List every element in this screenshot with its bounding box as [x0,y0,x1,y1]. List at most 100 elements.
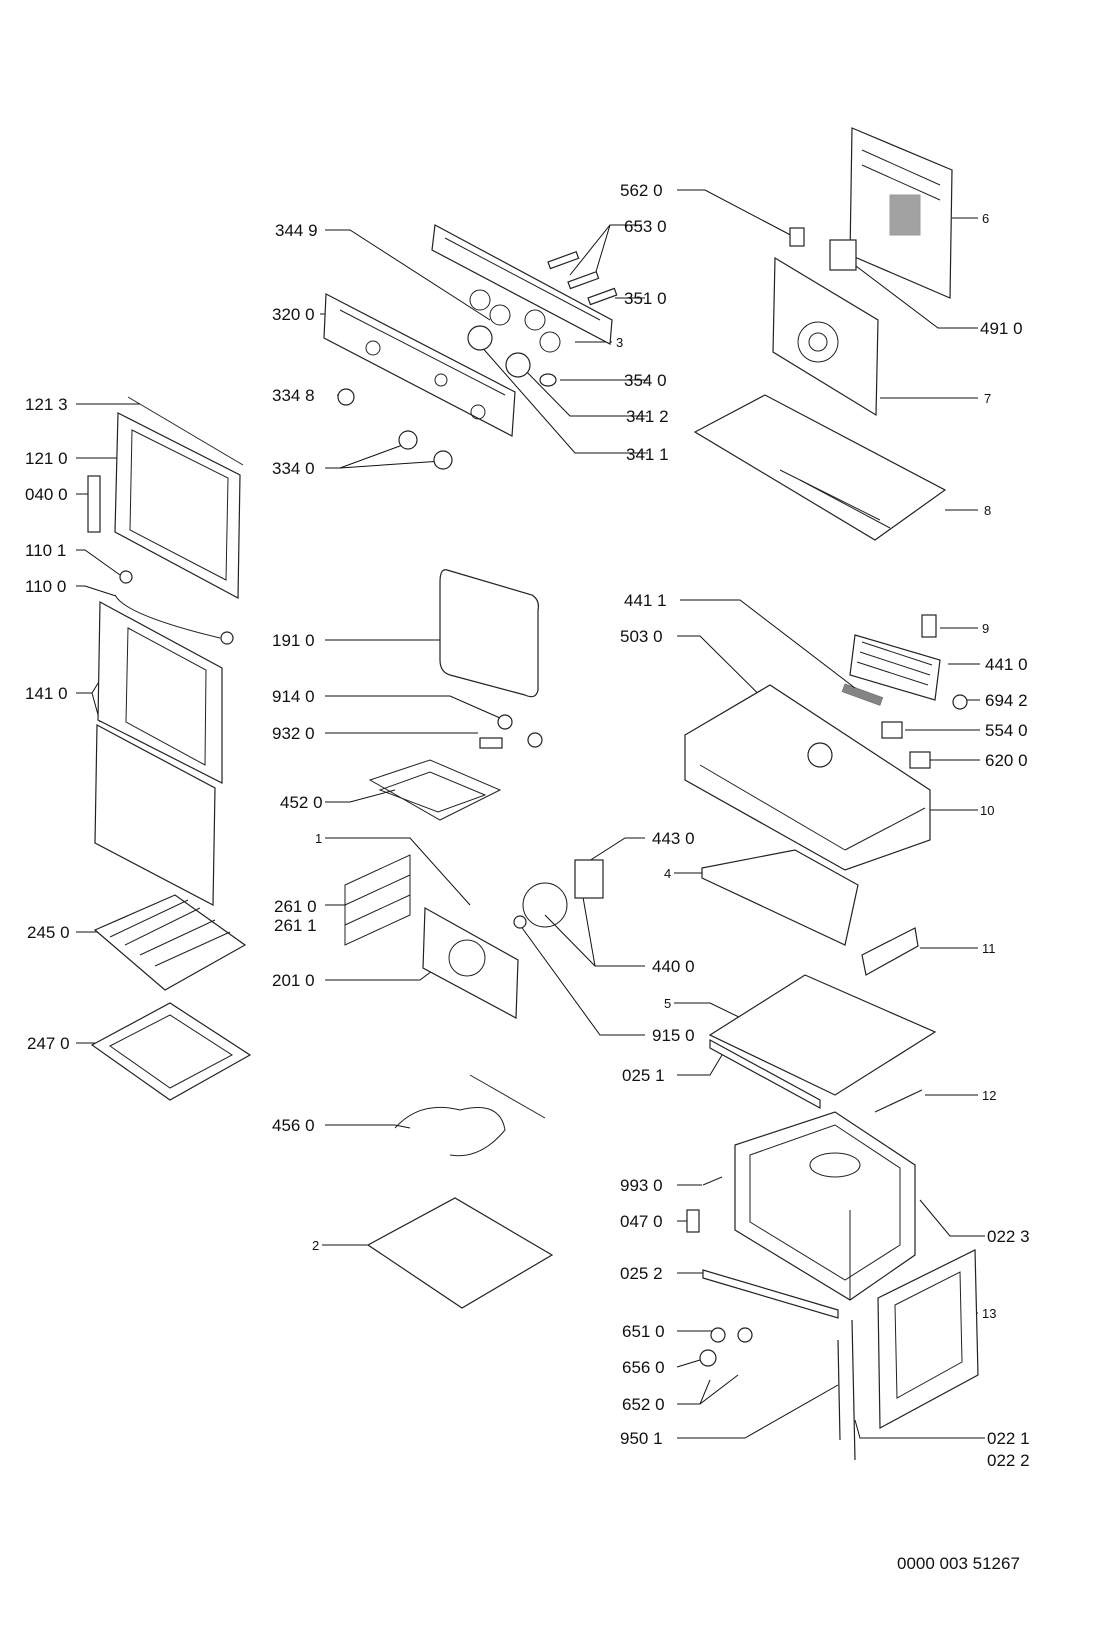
label-0251: 025 1 [622,1066,665,1085]
label-4: 4 [664,866,671,881]
label-0223: 022 3 [987,1227,1030,1246]
label-6200: 620 0 [985,751,1028,770]
exploded-parts-diagram: 562 0 653 0 344 9 351 0 320 0 3 354 0 33… [25,127,1030,1573]
label-0470: 047 0 [620,1212,663,1231]
motor-5030 [807,742,833,768]
terminal-6200 [909,751,931,769]
fan-assembly [513,859,604,929]
rear-panel [849,127,953,299]
plate-5 [708,974,937,1096]
label-2611: 261 1 [274,916,317,935]
label-3200: 320 0 [272,305,315,324]
washer-1101 [119,570,133,584]
label-9150: 915 0 [652,1026,695,1045]
screw-9930 [702,1176,723,1186]
label-12: 12 [982,1088,996,1103]
label-3411: 341 1 [626,445,669,464]
back-wall [772,256,879,417]
label-4560: 456 0 [272,1116,315,1135]
label-5: 5 [664,996,671,1011]
label-0222: 022 2 [987,1451,1030,1470]
label-1410: 141 0 [25,684,68,703]
label-2450: 245 0 [27,923,70,942]
label-6530: 653 0 [624,217,667,236]
door-hinge [87,475,101,533]
door-frame [114,396,244,599]
label-1213: 121 3 [25,395,68,414]
knob-6560 [699,1349,717,1367]
base-frame [684,684,931,871]
switch-5540 [881,721,903,739]
side-panel-13 [877,1249,979,1429]
label-6: 6 [982,211,989,226]
label-4400: 440 0 [652,957,695,976]
transformer-491 [829,239,857,271]
control-bracket [431,224,613,353]
door-rail-1100 [114,594,221,639]
label-3: 3 [616,335,623,350]
label-3540: 354 0 [624,371,667,390]
label-4410: 441 0 [985,655,1028,674]
label-4430: 443 0 [652,829,695,848]
label-13: 13 [982,1306,996,1321]
baking-tray [90,1002,252,1101]
label-4520: 452 0 [280,793,323,812]
rail-0251 [709,1038,821,1110]
label-6942: 694 2 [985,691,1028,710]
label-3348: 334 8 [272,386,315,405]
label-0400: 040 0 [25,485,68,504]
bracket-4 [701,849,859,946]
label-1210: 121 0 [25,449,68,468]
label-3340: 334 0 [272,459,315,478]
label-3412: 341 2 [626,407,669,426]
control-panel-fascia [323,293,516,437]
label-9140: 914 0 [272,687,315,706]
label-6510: 651 0 [622,1322,665,1341]
bracket-9 [921,614,937,638]
label-0221: 022 1 [987,1429,1030,1448]
label-2010: 201 0 [272,971,315,990]
label-9930: 993 0 [620,1176,663,1195]
label-1100: 110 0 [25,577,66,596]
strip-9501 [837,1339,841,1441]
knobs [337,250,618,470]
wire-shelf [93,894,247,991]
label-9: 9 [982,621,989,636]
tangential-fan [849,634,941,701]
strip-0221 [851,1319,856,1461]
lamp-cover [527,732,543,748]
lamp-9140 [497,714,513,730]
label-5540: 554 0 [985,721,1028,740]
label-4411: 441 1 [624,591,667,610]
label-2: 2 [312,1238,319,1253]
fan-cover [422,906,519,1019]
label-9320: 932 0 [272,724,315,743]
side-rails [344,854,411,946]
rail-0252 [702,1269,839,1319]
bracket-11 [861,927,919,976]
label-8: 8 [984,503,991,518]
label-6520: 652 0 [622,1395,665,1414]
label-7: 7 [984,391,991,406]
thermostat-6942 [952,694,968,710]
top-plate [693,394,947,541]
label-3449: 344 9 [275,221,318,240]
hinge-receiver-0470 [686,1209,700,1233]
document-number: 0000 003 51267 [897,1554,1020,1573]
label-4910: 491 0 [980,319,1023,338]
callout-labels: 562 0 653 0 344 9 351 0 320 0 3 354 0 33… [25,181,1030,1470]
lower-element [394,1074,546,1157]
label-0252: 025 2 [620,1264,663,1283]
label-1: 1 [315,831,322,846]
label-10: 10 [980,803,994,818]
label-6560: 656 0 [622,1358,665,1377]
label-2470: 247 0 [27,1034,70,1053]
sensor-562 [789,227,805,247]
label-2610: 261 0 [274,897,317,916]
label-1101: 110 1 [25,541,66,560]
label-5030: 503 0 [620,627,663,646]
label-5620: 562 0 [620,181,663,200]
connector-4411 [841,683,884,706]
knob-6510 [710,1327,726,1343]
knob-6520 [737,1327,753,1343]
